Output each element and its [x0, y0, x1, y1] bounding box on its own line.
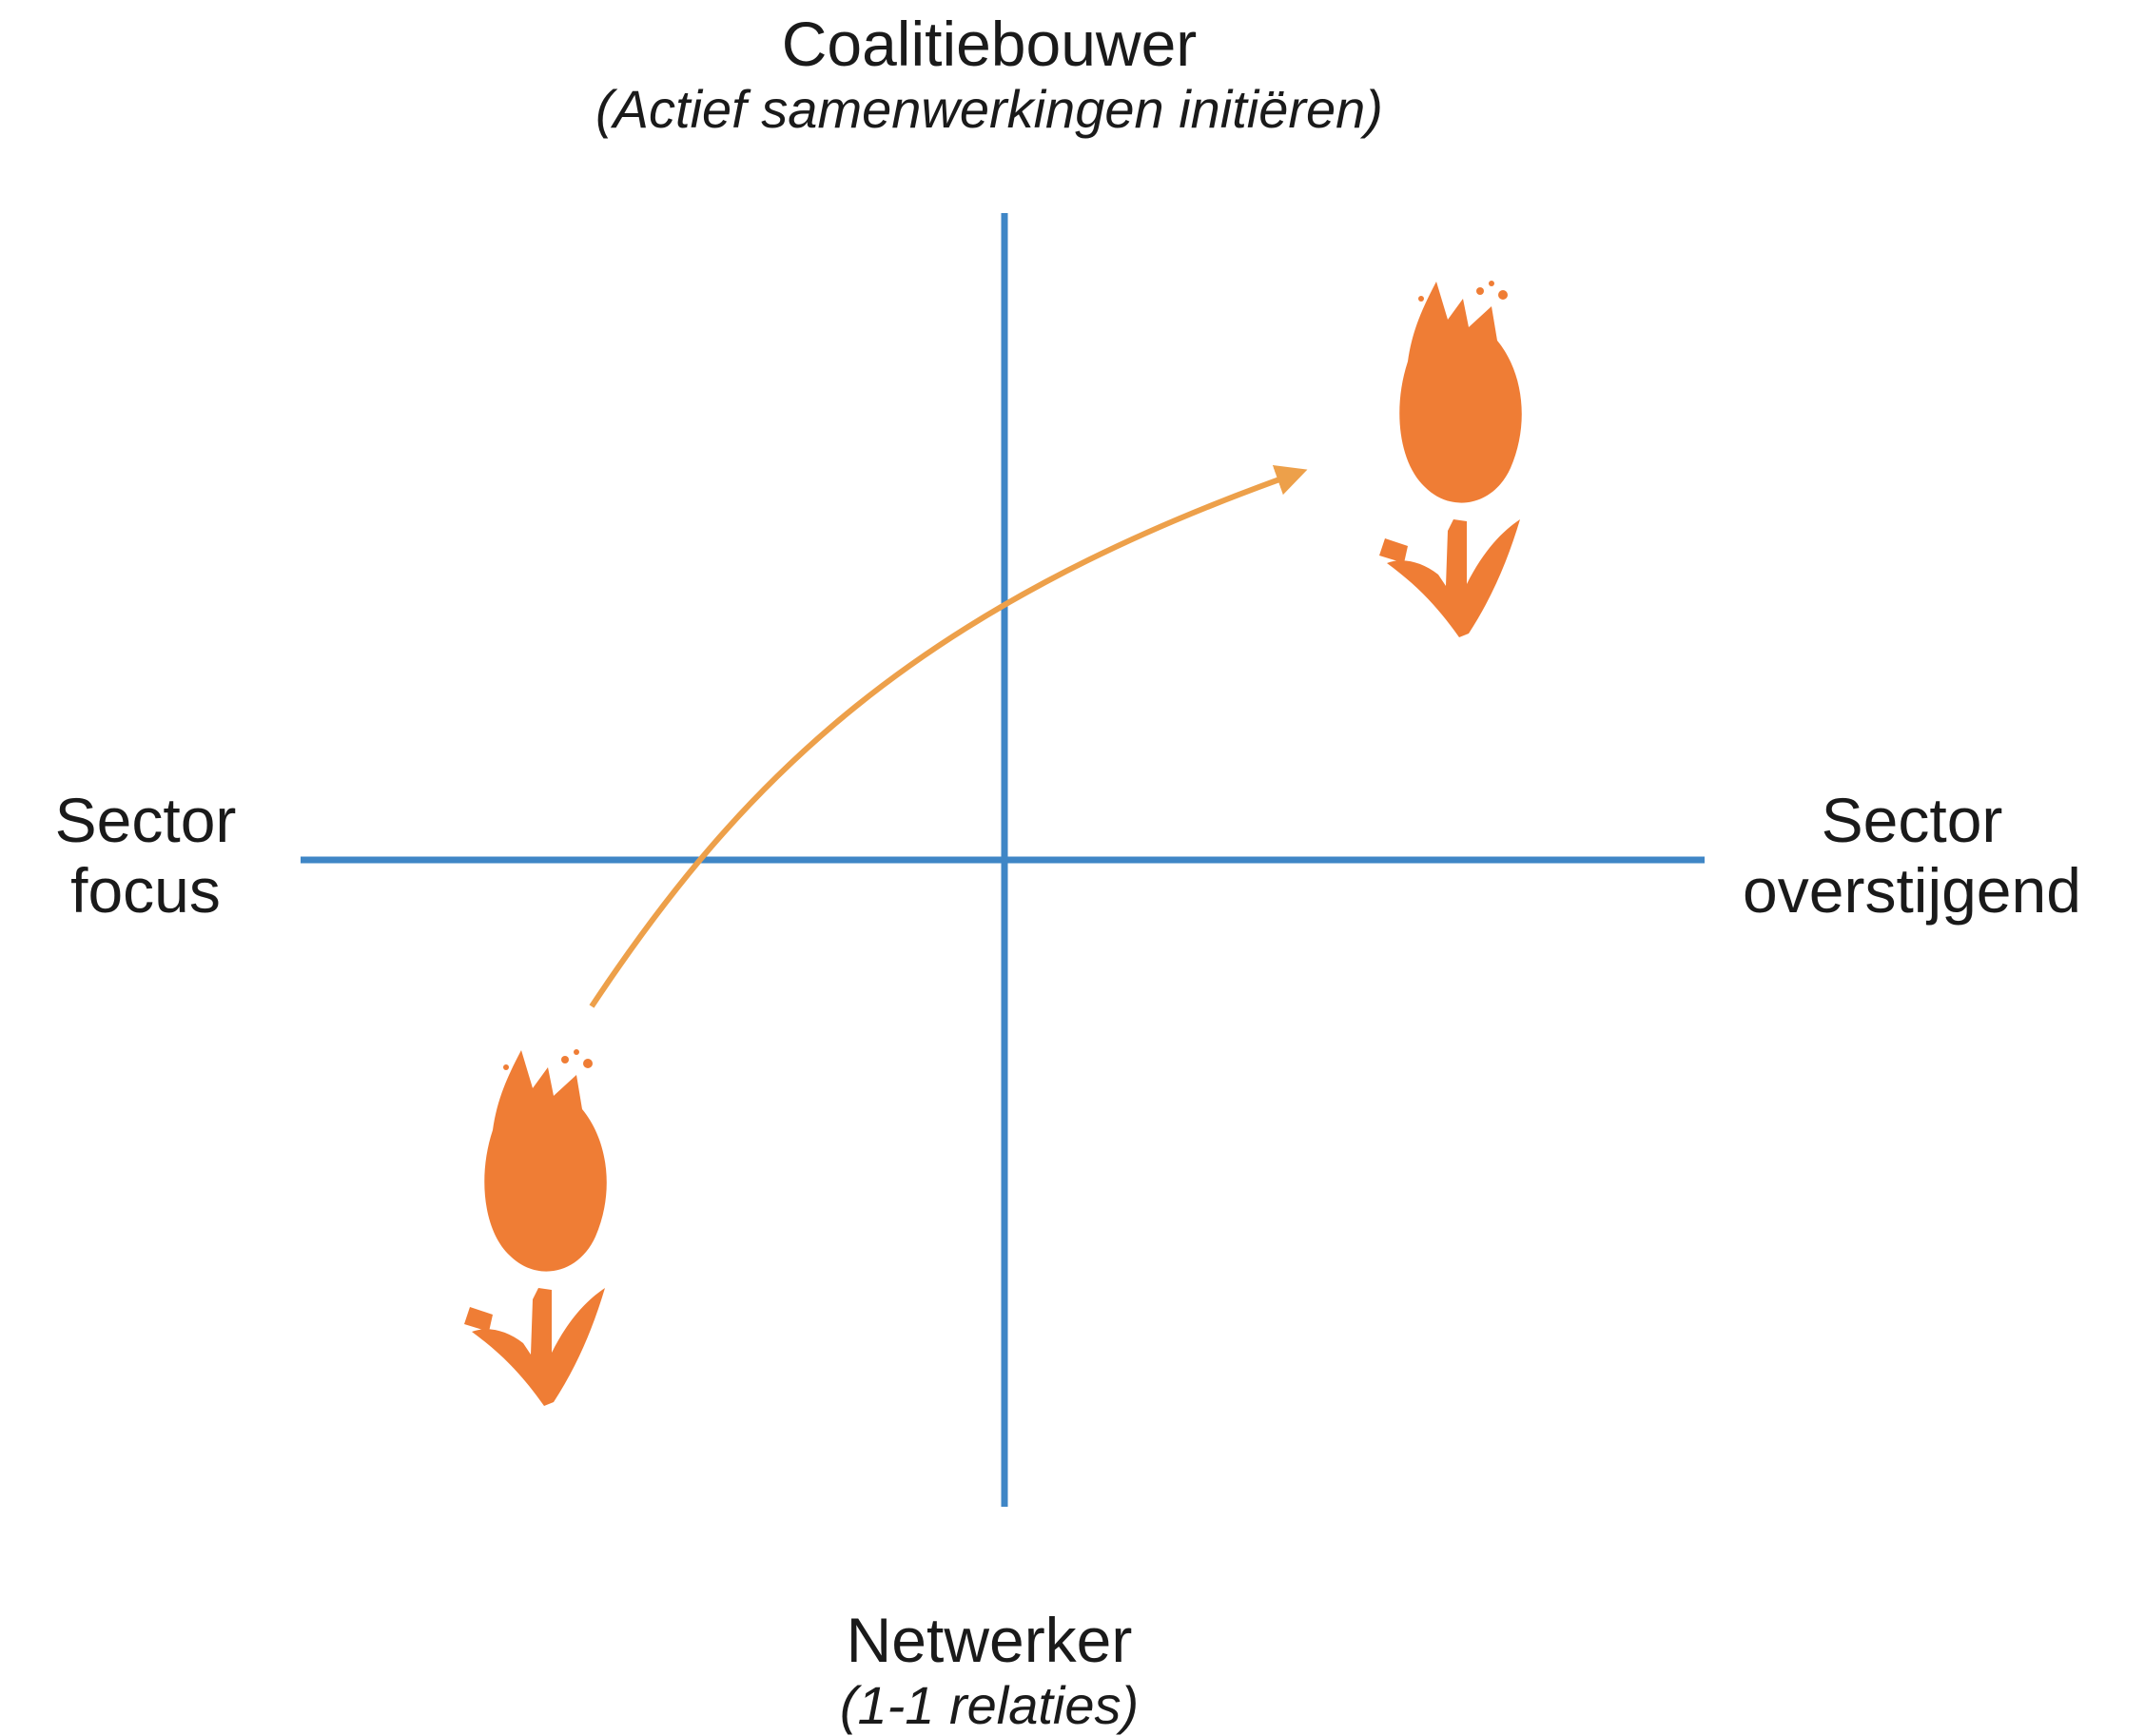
progress-arrow: [589, 465, 1308, 1008]
right-axis-line-2: overstijgend: [1743, 854, 2081, 926]
left-axis-line-2: focus: [70, 854, 221, 926]
top-axis-label: Coalitiebouwer (Actief samenwerkingen in…: [0, 9, 1979, 140]
tulip-icon: [1379, 281, 1522, 637]
bottom-axis-title: Netwerker: [846, 1605, 1133, 1675]
bottom-axis-label: Netwerker (1-1 relaties): [0, 1605, 1979, 1736]
top-axis-title: Coalitiebouwer: [781, 9, 1198, 79]
left-axis-label: Sector focus: [17, 785, 274, 927]
bottom-axis-subtitle: (1-1 relaties): [839, 1674, 1140, 1735]
tulip-icon: [464, 1049, 607, 1406]
top-axis-subtitle: (Actief samenwerkingen initiëren): [595, 78, 1383, 139]
right-axis-line-1: Sector: [1821, 785, 2003, 855]
left-axis-line-1: Sector: [54, 785, 237, 855]
right-axis-label: Sector overstijgend: [1703, 785, 2121, 927]
